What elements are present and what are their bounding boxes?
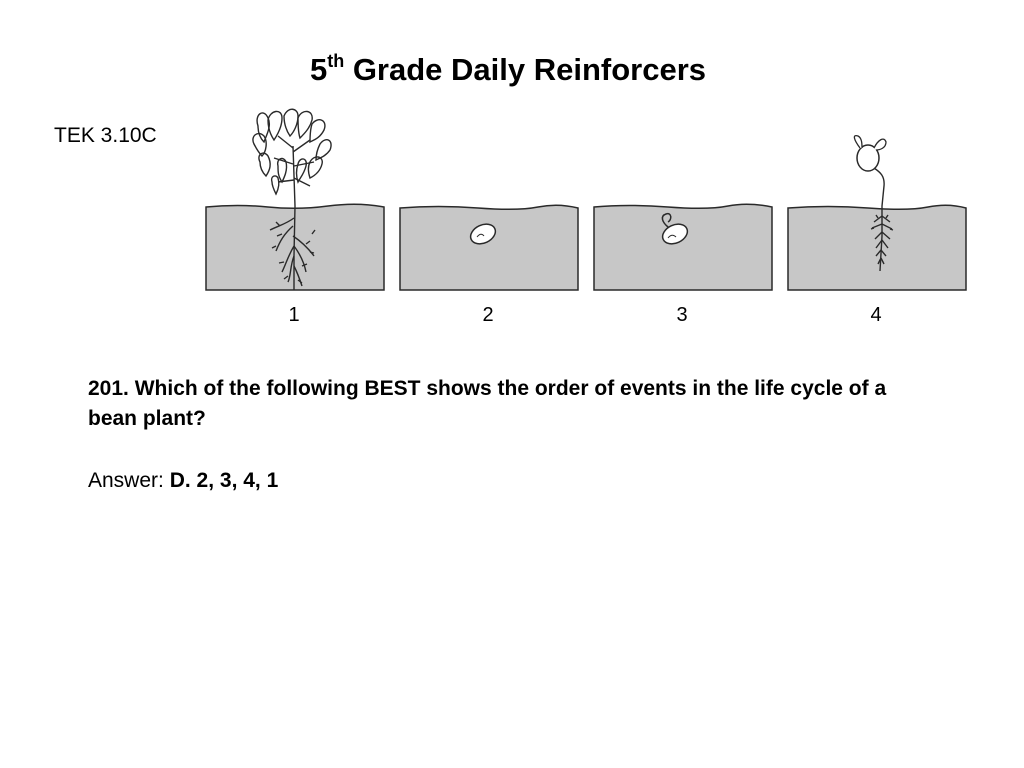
panel-3-number: 3: [676, 304, 687, 326]
tek-label: TEK 3.10C: [54, 124, 157, 147]
panel-3: 3: [593, 203, 773, 326]
panel-4-number: 4: [870, 304, 881, 326]
answer-line: Answer: D. 2, 3, 4, 1: [88, 466, 278, 496]
panel-2: 2: [399, 204, 579, 326]
slide-title: 5th Grade Daily Reinforcers: [0, 50, 1016, 90]
answer-label: Answer:: [88, 469, 170, 492]
panel-4: 4: [787, 134, 967, 326]
panel-2-number: 2: [482, 304, 493, 326]
answer-value: D. 2, 3, 4, 1: [169, 469, 279, 492]
bean-seed-icon: [469, 223, 497, 245]
title-grade-number: 5: [309, 52, 328, 87]
panel-1: 1: [205, 108, 385, 326]
panel-2-soil: [399, 204, 579, 291]
sprouting-seed-icon: [661, 212, 689, 245]
plant-icon: [252, 108, 332, 290]
title-superscript: th: [327, 51, 345, 71]
panel-3-soil: [593, 203, 773, 291]
question-text: 201. Which of the following BEST shows t…: [88, 377, 887, 430]
life-cycle-figure: 1 2 3: [198, 106, 972, 332]
panel-1-number: 1: [288, 304, 299, 326]
title-text: Grade Daily Reinforcers: [344, 52, 707, 87]
seedling-icon: [853, 134, 894, 272]
life-cycle-svg: 1 2 3: [205, 108, 967, 326]
